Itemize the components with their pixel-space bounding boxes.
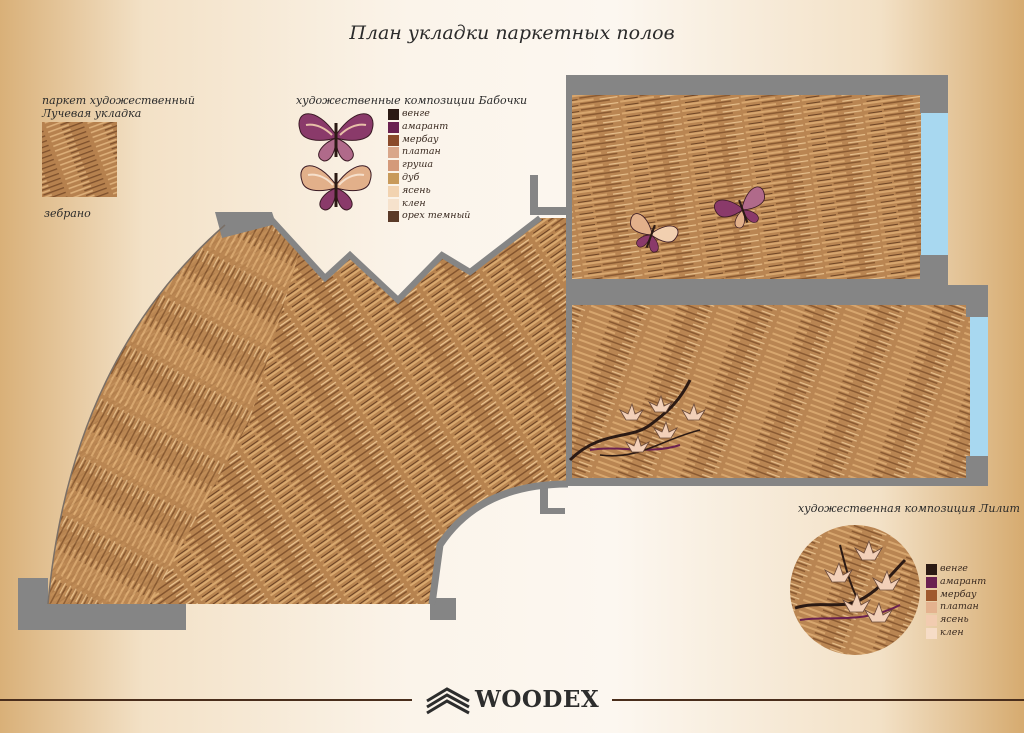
- butterflies-legend-swatch: [388, 173, 399, 184]
- footer-rule-right: [612, 699, 1024, 701]
- sample-caption: зебрано: [44, 207, 91, 220]
- butterflies-legend-swatch-label: дуб: [402, 172, 420, 183]
- fan-room-floor-mid: [150, 250, 432, 604]
- woodex-logo-icon: [426, 687, 470, 715]
- lilith-legend-swatch: [926, 576, 937, 588]
- lilith-legend-swatch-label: мербау: [940, 588, 977, 600]
- lily-inlay: [568, 379, 707, 462]
- butterfly-inlay-2: [630, 213, 679, 253]
- zigzag-wall: [267, 215, 542, 305]
- footer-rule-left: [0, 699, 412, 701]
- sample-label-line2: Лучевая укладка: [42, 107, 142, 120]
- lilith-medallion: [790, 525, 920, 655]
- butterflies-legend-swatch-label: мербау: [402, 133, 439, 145]
- lilith-legend-swatch: [926, 589, 937, 601]
- window-top: [921, 113, 948, 255]
- lilith-legend-swatch-label: ясень: [940, 614, 969, 626]
- butterflies-legend-swatch: [388, 147, 399, 159]
- butterflies-label: художественные композиции Бабочки: [296, 94, 528, 107]
- window-bottom: [970, 317, 988, 456]
- butterflies-legend-swatch: [388, 198, 399, 210]
- butterfly-inlay-1: [714, 186, 765, 229]
- butterflies-legend-swatch-label: груша: [402, 159, 434, 171]
- walls: [18, 75, 988, 630]
- bottom-room-floor: [568, 290, 971, 480]
- butterflies-legend-swatch: [388, 160, 399, 172]
- lilith-legend-swatch-label: амарант: [940, 575, 987, 587]
- lilith-legend-swatch-label: клен: [940, 627, 964, 638]
- butterflies-legend-swatch-label: венге: [402, 108, 430, 119]
- lilith-legend-swatch: [926, 615, 937, 627]
- brand-name: WOODEX: [475, 686, 600, 713]
- top-room-floor: [568, 95, 921, 280]
- butterfly-icon-peach: [300, 165, 372, 211]
- lilith-legend-swatch: [926, 602, 937, 614]
- butterflies-legend-swatch: [388, 185, 399, 197]
- butterfly-icon-purple: [298, 113, 374, 162]
- butterflies-legend-swatch: [388, 121, 399, 133]
- butterflies-legend-swatch: [388, 109, 399, 120]
- fan-room-floor-left: [48, 218, 300, 604]
- arc-edge: [47, 224, 226, 605]
- butterflies-legend-swatch-label: ясень: [402, 184, 431, 196]
- lilith-legend-swatch: [926, 628, 937, 639]
- page-title: План укладки паркетных полов: [349, 22, 675, 44]
- sample-label-line1: паркет художественный: [42, 94, 195, 107]
- lilith-legend-swatch-label: платан: [940, 601, 979, 613]
- lilith-legend-swatch-label: венге: [940, 563, 968, 574]
- inner-arc-wall: [428, 480, 569, 605]
- butterflies-legend-swatch-label: орех темный: [402, 210, 471, 222]
- lilith-label: художественная композиция Лилит: [798, 502, 1020, 515]
- butterflies-legend-swatch-label: клен: [402, 197, 426, 209]
- butterflies-legend-swatch: [388, 211, 399, 223]
- butterflies-legend-swatch-label: платан: [402, 146, 441, 158]
- sample-swatch: [42, 122, 117, 197]
- butterflies-legend-swatch-label: амарант: [402, 120, 449, 132]
- butterflies-legend-swatch: [388, 134, 399, 146]
- lilith-legend-swatch: [926, 564, 937, 575]
